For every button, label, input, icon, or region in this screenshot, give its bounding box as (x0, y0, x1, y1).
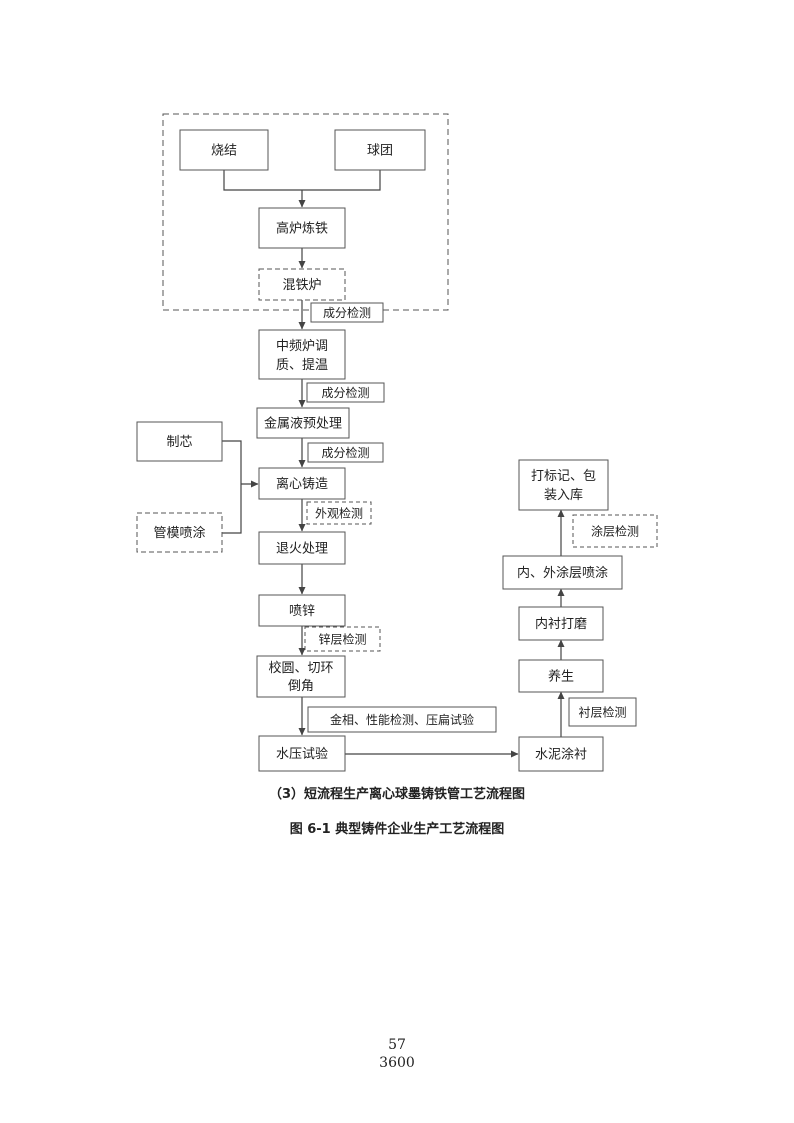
svg-text:金属液预处理: 金属液预处理 (264, 416, 342, 432)
check-lining-layer: 衬层检测 (568, 697, 637, 727)
svg-text:外观检测: 外观检测 (315, 506, 363, 521)
node-annealing: 退火处理 (258, 531, 346, 565)
node-blast-furnace: 高炉炼铁 (258, 207, 346, 249)
svg-text:高炉炼铁: 高炉炼铁 (276, 221, 328, 237)
svg-text:成分检测: 成分检测 (321, 445, 369, 460)
svg-text:混铁炉: 混铁炉 (282, 278, 321, 293)
node-calibration: 校圆、切环 倒角 (256, 655, 346, 698)
svg-text:质、提温: 质、提温 (276, 357, 328, 373)
node-cement-lining: 水泥涂衬 (518, 736, 604, 772)
node-sinter: 烧结 (179, 129, 269, 171)
svg-text:成分检测: 成分检测 (323, 305, 371, 320)
svg-text:金相、性能检测、压扁试验: 金相、性能检测、压扁试验 (330, 712, 474, 727)
node-coating-spray: 内、外涂层喷涂 (502, 555, 623, 590)
check-appearance: 外观检测 (306, 501, 372, 525)
svg-text:锌层检测: 锌层检测 (318, 632, 366, 647)
svg-text:涂层检测: 涂层检测 (591, 524, 639, 539)
svg-text:衬层检测: 衬层检测 (578, 705, 626, 720)
svg-text:内、外涂层喷涂: 内、外涂层喷涂 (517, 565, 608, 581)
check-composition-2: 成分检测 (306, 382, 385, 403)
node-mold-spray: 管模喷涂 (136, 512, 223, 553)
svg-text:制芯: 制芯 (166, 435, 192, 450)
node-mixer: 混铁炉 (258, 268, 346, 301)
page-number: 57 (388, 1037, 406, 1053)
node-zinc-spray: 喷锌 (258, 594, 346, 627)
ironmaking-group-boundary (162, 113, 449, 311)
svg-text:球团: 球团 (367, 144, 393, 159)
page-footer-number: 3600 (379, 1055, 415, 1071)
node-pretreatment: 金属液预处理 (256, 407, 350, 439)
figure-caption: 图 6-1 典型铸件企业生产工艺流程图 (289, 822, 505, 837)
check-composition-1: 成分检测 (310, 302, 384, 323)
svg-text:内衬打磨: 内衬打磨 (535, 616, 587, 632)
node-marking-packing: 打标记、包 装入库 (518, 459, 609, 511)
svg-text:水泥涂衬: 水泥涂衬 (535, 747, 587, 763)
node-lining-grinding: 内衬打磨 (518, 606, 604, 641)
node-mid-frequency-furnace: 中频炉调 质、提温 (258, 329, 346, 380)
check-zinc-layer: 锌层检测 (304, 626, 381, 652)
svg-text:管模喷涂: 管模喷涂 (153, 525, 205, 541)
svg-text:校圆、切环: 校圆、切环 (268, 660, 333, 676)
check-coating-layer: 涂层检测 (572, 514, 658, 548)
node-centrifugal-casting: 离心铸造 (258, 467, 346, 500)
check-metallography: 金相、性能检测、压扁试验 (307, 706, 497, 733)
svg-text:离心铸造: 离心铸造 (276, 476, 328, 492)
svg-text:成分检测: 成分检测 (321, 385, 369, 400)
svg-text:养生: 养生 (548, 669, 574, 685)
svg-text:烧结: 烧结 (211, 144, 237, 159)
node-hydrostatic-test: 水压试验 (258, 735, 346, 772)
svg-text:喷锌: 喷锌 (289, 604, 315, 619)
connectors (222, 170, 565, 758)
svg-text:装入库: 装入库 (544, 487, 583, 503)
node-curing: 养生 (518, 659, 604, 693)
svg-text:退火处理: 退火处理 (276, 542, 328, 557)
svg-text:中频炉调: 中频炉调 (276, 339, 328, 354)
svg-text:倒角: 倒角 (288, 679, 314, 694)
node-core-making: 制芯 (136, 421, 223, 462)
svg-text:水压试验: 水压试验 (276, 746, 328, 762)
check-composition-3: 成分检测 (307, 442, 384, 463)
svg-text:打标记、包: 打标记、包 (531, 469, 596, 484)
diagram-subcaption: （3）短流程生产离心球墨铸铁管工艺流程图 (268, 787, 526, 802)
node-pellet: 球团 (334, 129, 426, 171)
